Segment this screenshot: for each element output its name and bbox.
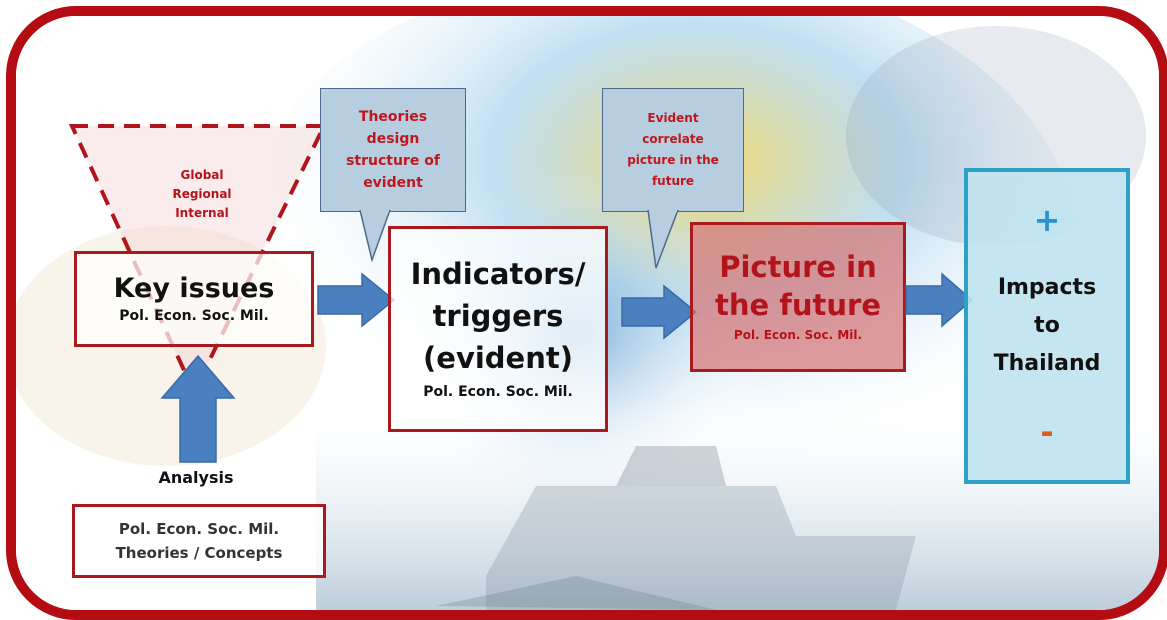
triangle-labels: Global Regional Internal xyxy=(132,166,272,223)
indicators-line1: Indicators/ xyxy=(410,257,586,291)
picture-future-box: Picture in the future Pol. Econ. Soc. Mi… xyxy=(690,222,906,372)
callout-theories-line1: Theories xyxy=(358,109,428,125)
impacts-line1: Impacts xyxy=(997,274,1097,300)
callout-theories: Theories design structure of evident xyxy=(320,88,466,212)
indicators-sub: Pol. Econ. Soc. Mil. xyxy=(423,384,573,400)
callout-evident-line1: Evident xyxy=(647,111,699,125)
callout-evident-tail xyxy=(647,210,679,269)
indicators-line3: (evident) xyxy=(423,341,573,375)
arrow-to-picture xyxy=(621,284,698,340)
triangle-label-internal: Internal xyxy=(175,206,229,220)
key-issues-title: Key issues xyxy=(113,273,275,304)
indicators-box: Indicators/ triggers (evident) Pol. Econ… xyxy=(388,226,608,432)
arrow-to-impacts xyxy=(905,272,974,328)
analysis-up-arrow xyxy=(160,354,236,463)
triangle-label-regional: Regional xyxy=(172,187,232,201)
analysis-box-line2: Theories / Concepts xyxy=(115,544,283,562)
callout-theories-line3: structure of xyxy=(346,153,440,169)
impacts-line2: to xyxy=(1034,312,1060,338)
callout-theories-line2: design xyxy=(366,131,420,147)
callout-evident-line4: future xyxy=(651,174,695,188)
triangle-label-global: Global xyxy=(180,168,224,182)
impacts-box: + Impacts to Thailand - xyxy=(964,168,1130,484)
picture-line1: Picture in xyxy=(719,250,877,284)
picture-line2: the future xyxy=(714,288,881,322)
impacts-minus: - xyxy=(1040,413,1054,452)
callout-evident-line2: correlate xyxy=(642,132,704,146)
impacts-plus: + xyxy=(1033,200,1061,239)
diagram-frame: Global Regional Internal Key issues Pol.… xyxy=(6,6,1167,620)
analysis-label: Analysis xyxy=(158,468,234,487)
callout-evident-line3: picture in the xyxy=(627,153,719,167)
callout-theories-tail xyxy=(359,210,391,262)
callout-theories-line4: evident xyxy=(363,175,423,191)
analysis-box-line1: Pol. Econ. Soc. Mil. xyxy=(118,520,280,538)
impacts-line3: Thailand xyxy=(993,350,1101,376)
arrow-to-indicators xyxy=(317,272,396,328)
key-issues-sub: Pol. Econ. Soc. Mil. xyxy=(119,308,269,324)
callout-evident: Evident correlate picture in the future xyxy=(602,88,744,212)
picture-sub: Pol. Econ. Soc. Mil. xyxy=(733,328,863,342)
key-issues-box: Key issues Pol. Econ. Soc. Mil. xyxy=(74,251,314,347)
analysis-box: Pol. Econ. Soc. Mil. Theories / Concepts xyxy=(72,504,326,578)
indicators-line2: triggers xyxy=(432,299,564,333)
